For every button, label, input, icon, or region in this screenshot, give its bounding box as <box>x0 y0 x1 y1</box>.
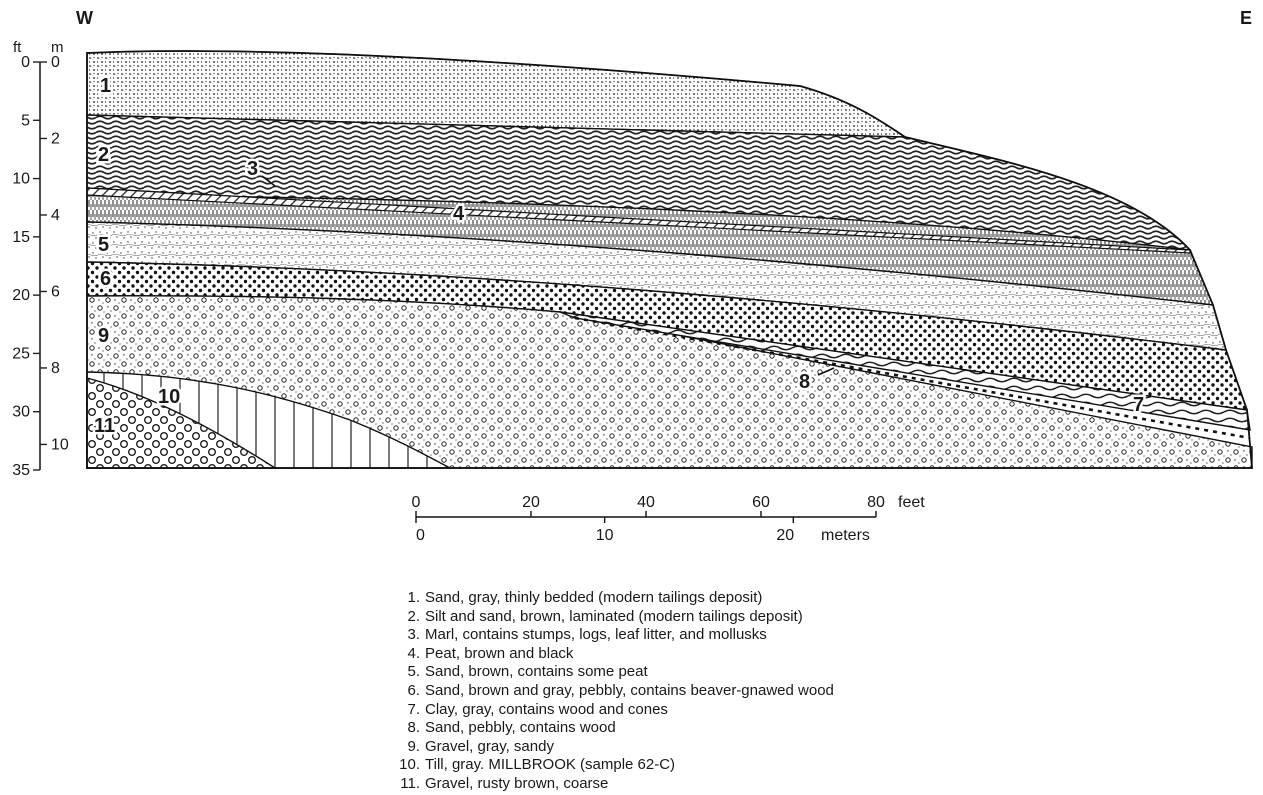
legend-item-number: 6. <box>398 682 420 701</box>
west-label: W <box>76 8 93 28</box>
legend-item-number: 10. <box>398 756 420 775</box>
legend-item: 11. Gravel, rusty brown, coarse <box>398 775 834 794</box>
scale-bar: 0 20 40 60 80 0 10 20 feet meters <box>412 494 926 544</box>
feet-scale-label: 60 <box>752 494 770 511</box>
legend-item: 7. Clay, gray, contains wood and cones <box>398 701 834 720</box>
unit-label-9: 9 <box>98 325 109 347</box>
legend-item: 3. Marl, contains stumps, logs, leaf litt… <box>398 626 834 645</box>
legend-item-text: Sand, brown, contains some peat <box>425 663 648 682</box>
legend-item: 6. Sand, brown and gray, pebbly, contains… <box>398 682 834 701</box>
legend-item-number: 8. <box>398 719 420 738</box>
m-tick-label: 4 <box>51 207 60 224</box>
strata <box>87 51 1252 468</box>
ft-tick-label: 0 <box>21 54 30 71</box>
legend-item: 5. Sand, brown, contains some peat <box>398 663 834 682</box>
legend-item: 8. Sand, pebbly, contains wood <box>398 719 834 738</box>
meter-scale-label: 0 <box>416 527 425 544</box>
legend-item: 2. Silt and sand, brown, laminated (moder… <box>398 608 834 627</box>
unit-label-6: 6 <box>100 268 111 290</box>
m-tick-label: 8 <box>51 360 60 377</box>
ft-tick-label: 15 <box>12 229 30 246</box>
m-tick-label: 10 <box>51 436 69 453</box>
m-ticks: 0 2 4 6 8 10 <box>40 54 69 453</box>
legend-item-number: 2. <box>398 608 420 627</box>
legend-item-text: Gravel, gray, sandy <box>425 738 554 757</box>
unit-label-11: 11 <box>94 415 115 437</box>
m-tick-label: 6 <box>51 283 60 300</box>
unit-label-2: 2 <box>98 144 109 166</box>
legend-item: 10. Till, gray. MILLBROOK (sample 62-C) <box>398 756 834 775</box>
scale-meters-unit: meters <box>821 527 870 544</box>
legend-item-number: 11. <box>398 775 420 794</box>
legend-item-number: 3. <box>398 626 420 645</box>
unit-label-1: 1 <box>100 75 111 97</box>
legend-item-number: 1. <box>398 589 420 608</box>
unit-label-7: 7 <box>1133 394 1144 416</box>
ft-tick-label: 20 <box>12 287 30 304</box>
unit-label-10: 10 <box>158 386 180 408</box>
unit-label-5: 5 <box>98 234 109 256</box>
ft-tick-label: 5 <box>21 112 30 129</box>
unit-label-3: 3 <box>247 158 258 180</box>
meter-scale-label: 10 <box>596 527 614 544</box>
unit-label-8: 8 <box>799 371 810 393</box>
legend-item: 9. Gravel, gray, sandy <box>398 738 834 757</box>
m-tick-label: 0 <box>51 54 60 71</box>
unit-label-4: 4 <box>453 203 465 225</box>
legend-item-number: 5. <box>398 663 420 682</box>
ft-tick-label: 25 <box>12 345 30 362</box>
legend-item-number: 7. <box>398 701 420 720</box>
east-label: E <box>1240 8 1252 28</box>
legend-item-number: 4. <box>398 645 420 664</box>
ft-ticks: 0 5 10 15 20 25 30 35 <box>12 54 40 479</box>
ft-tick-label: 30 <box>12 404 30 421</box>
legend-item-text: Sand, brown and gray, pebbly, contains b… <box>425 682 834 701</box>
legend-item-text: Sand, gray, thinly bedded (modern tailin… <box>425 589 762 608</box>
feet-scale-label: 20 <box>522 494 540 511</box>
meter-scale-label: 20 <box>776 527 794 544</box>
feet-scale-label: 0 <box>412 494 421 511</box>
legend-item-text: Till, gray. MILLBROOK (sample 62-C) <box>425 756 675 775</box>
scale-feet-unit: feet <box>898 494 925 511</box>
ft-tick-label: 10 <box>12 171 30 188</box>
legend-item-text: Peat, brown and black <box>425 645 573 664</box>
legend-item-text: Clay, gray, contains wood and cones <box>425 701 668 720</box>
legend-item: 1. Sand, gray, thinly bedded (modern tail… <box>398 589 834 608</box>
legend-item-text: Sand, pebbly, contains wood <box>425 719 616 738</box>
meter-scale: 0 10 20 <box>416 517 794 544</box>
feet-scale: 0 20 40 60 80 <box>412 494 885 517</box>
legend-item: 4. Peat, brown and black <box>398 645 834 664</box>
m-tick-label: 2 <box>51 130 60 147</box>
legend-item-text: Silt and sand, brown, laminated (modern … <box>425 608 803 627</box>
legend: 1. Sand, gray, thinly bedded (modern tail… <box>398 589 834 794</box>
legend-item-text: Marl, contains stumps, logs, leaf litter… <box>425 626 767 645</box>
ft-tick-label: 35 <box>12 462 30 479</box>
legend-item-text: Gravel, rusty brown, coarse <box>425 775 608 794</box>
feet-scale-label: 40 <box>637 494 655 511</box>
legend-item-number: 9. <box>398 738 420 757</box>
feet-scale-label: 80 <box>867 494 885 511</box>
